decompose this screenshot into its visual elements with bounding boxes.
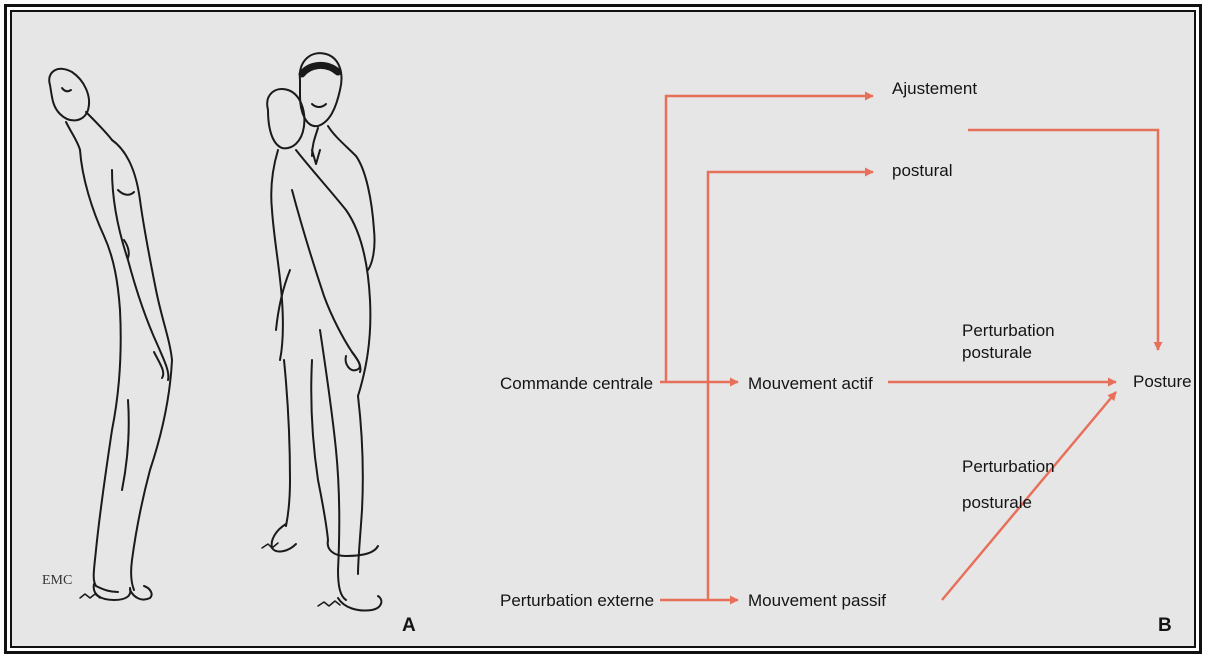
arrow-commande-to-ajustement (666, 96, 873, 382)
label-mouvement-actif: Mouvement actif (748, 374, 873, 393)
leaning-patient-figure (49, 69, 172, 600)
label-ajustement: Ajustement (892, 79, 977, 98)
patient-illustration (49, 53, 381, 610)
panel-a-letter: A (402, 615, 416, 636)
label-postural: postural (892, 161, 952, 180)
label-posture: Posture (1133, 372, 1192, 391)
label-perturbation-externe: Perturbation externe (500, 591, 654, 610)
flow-labels: Ajustement postural Commande centrale Mo… (500, 79, 1192, 610)
label-commande-centrale: Commande centrale (500, 374, 653, 393)
arrow-ajustement-to-posture (968, 130, 1158, 350)
label-perturbation-1b: posturale (962, 343, 1032, 362)
supported-patient-figure (262, 53, 381, 610)
panel-b-letter: B (1158, 615, 1172, 636)
emc-mark: EMC (42, 573, 72, 588)
label-perturbation-1a: Perturbation (962, 321, 1055, 340)
label-perturbation-2a: Perturbation (962, 457, 1055, 476)
label-mouvement-passif: Mouvement passif (748, 591, 886, 610)
label-perturbation-2b: posturale (962, 493, 1032, 512)
